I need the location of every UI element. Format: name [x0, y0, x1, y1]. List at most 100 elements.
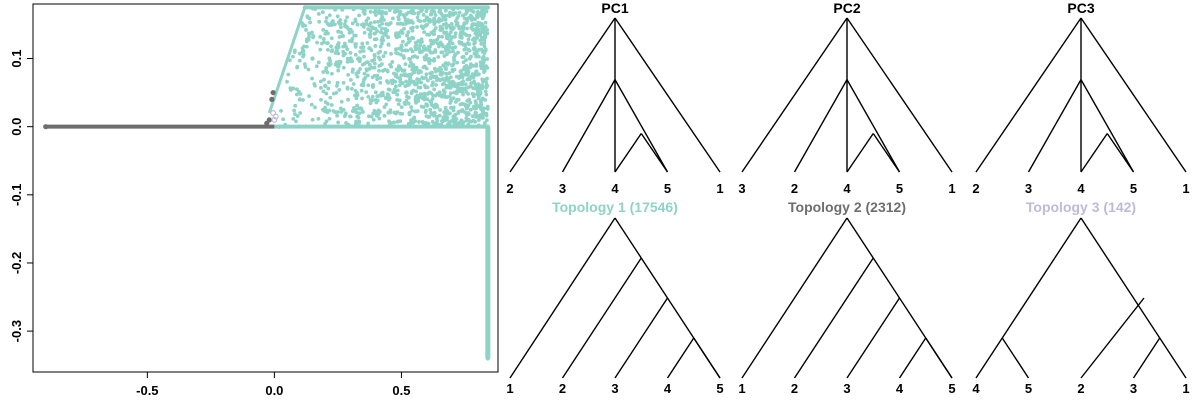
topology-1-point: [384, 102, 389, 107]
tip-label: 5: [1130, 181, 1137, 196]
topology-1-point: [397, 12, 402, 17]
topology-1-point: [483, 20, 488, 25]
topology-1-point: [448, 30, 453, 35]
topology-1-point: [463, 82, 468, 87]
topology-1-point: [462, 109, 466, 114]
topology-1-point: [372, 20, 377, 24]
tree-title: PC2: [833, 0, 860, 16]
topology-1-slant-band: [267, 6, 307, 114]
topology-1-point: [310, 56, 315, 61]
topology-1-point: [365, 60, 370, 64]
topology-1-point: [430, 83, 435, 88]
topology-1-point: [411, 120, 415, 125]
topology-1-point: [448, 75, 453, 80]
topology-1-point: [399, 43, 404, 48]
topology-1-point: [472, 45, 477, 50]
topology-1-point: [440, 94, 444, 99]
topology-1-point: [422, 83, 427, 88]
tip-label: 2: [791, 381, 798, 396]
topology-1-point: [319, 97, 323, 102]
topology-1-point: [452, 114, 457, 119]
topology-1-point: [411, 63, 416, 67]
topology-1-point: [304, 28, 308, 32]
topology-1-point: [394, 84, 398, 89]
topology-1-point: [318, 85, 323, 90]
topology-1-point: [423, 75, 428, 80]
topology-1-point: [348, 56, 353, 61]
topology-1-point: [409, 19, 414, 23]
topology-1-point: [470, 114, 475, 119]
topology-1-point: [380, 9, 385, 14]
topology-1-point: [361, 49, 366, 53]
topology-1-point: [297, 51, 302, 56]
topology-1-point: [480, 96, 485, 101]
plot-frame: [32, 3, 499, 373]
topology-1-point: [409, 105, 414, 109]
topology-1-point: [334, 60, 339, 65]
topology-1-point: [401, 39, 405, 44]
tree-branch: [1106, 133, 1135, 173]
topology-1-point: [294, 119, 298, 124]
tree-branch: [872, 133, 901, 173]
topology-1-point: [378, 57, 383, 62]
tree-branch: [846, 79, 901, 173]
topology-1-point: [432, 110, 437, 116]
topology-1-point: [413, 109, 418, 114]
tree-branch: [793, 79, 848, 173]
topology-1-point: [485, 124, 491, 129]
topology-1-point: [453, 52, 458, 57]
topology-1-point: [389, 121, 394, 125]
topology-1-point: [419, 9, 424, 13]
tree-branch: [1080, 79, 1135, 173]
topology-1-point: [410, 25, 415, 30]
topology-1-point: [406, 30, 411, 35]
topology-1-point: [458, 87, 463, 92]
topology-1-point: [420, 75, 425, 80]
topology-1-point: [395, 51, 400, 56]
topology-1-point: [292, 108, 297, 113]
topology-1-point: [357, 120, 362, 125]
topology-1-point: [466, 71, 471, 76]
topology-1-point: [386, 35, 391, 40]
topology-1-point: [323, 109, 328, 114]
topology-1-point: [416, 99, 421, 103]
topology-1-point: [431, 93, 435, 98]
topology-1-point: [391, 90, 396, 95]
topology-1-point: [336, 64, 341, 69]
topology-1-point: [290, 54, 295, 59]
topology-1-point: [423, 57, 427, 62]
topology-1-point: [443, 8, 448, 13]
topology-1-point: [483, 34, 488, 39]
topology-2-point: [264, 120, 270, 126]
topology-1-point: [477, 115, 482, 120]
topology-1-point: [307, 34, 311, 39]
topology-1-point: [354, 96, 359, 101]
topology-1-point: [308, 20, 313, 25]
topology-1-point: [484, 64, 488, 68]
topology-1-point: [335, 14, 340, 19]
topology-1-point: [480, 28, 485, 33]
topology-1-point: [451, 55, 456, 60]
topology-1-point: [444, 35, 450, 41]
tree-branch: [741, 217, 848, 379]
topology-1-point: [318, 47, 323, 52]
topology-1-point: [352, 33, 357, 38]
topology-1-point: [451, 108, 456, 113]
topology-1-point: [310, 30, 314, 35]
topology-1-point: [471, 10, 476, 14]
topology-1-point: [428, 76, 433, 81]
topology-1-point: [398, 52, 403, 57]
topology-1-point: [475, 104, 480, 109]
topology-1-point: [468, 13, 473, 18]
topology-1-point: [286, 72, 291, 77]
topology-1-point: [430, 50, 435, 55]
topology-1-point: [481, 60, 486, 65]
topology-1-point: [445, 62, 450, 67]
topology-1-point: [374, 37, 379, 42]
topology-1-point: [413, 44, 418, 49]
topology-1-point: [333, 51, 338, 55]
topology-1-point: [331, 91, 336, 96]
topology-1-point: [458, 30, 463, 35]
topology-1-point: [361, 83, 366, 88]
